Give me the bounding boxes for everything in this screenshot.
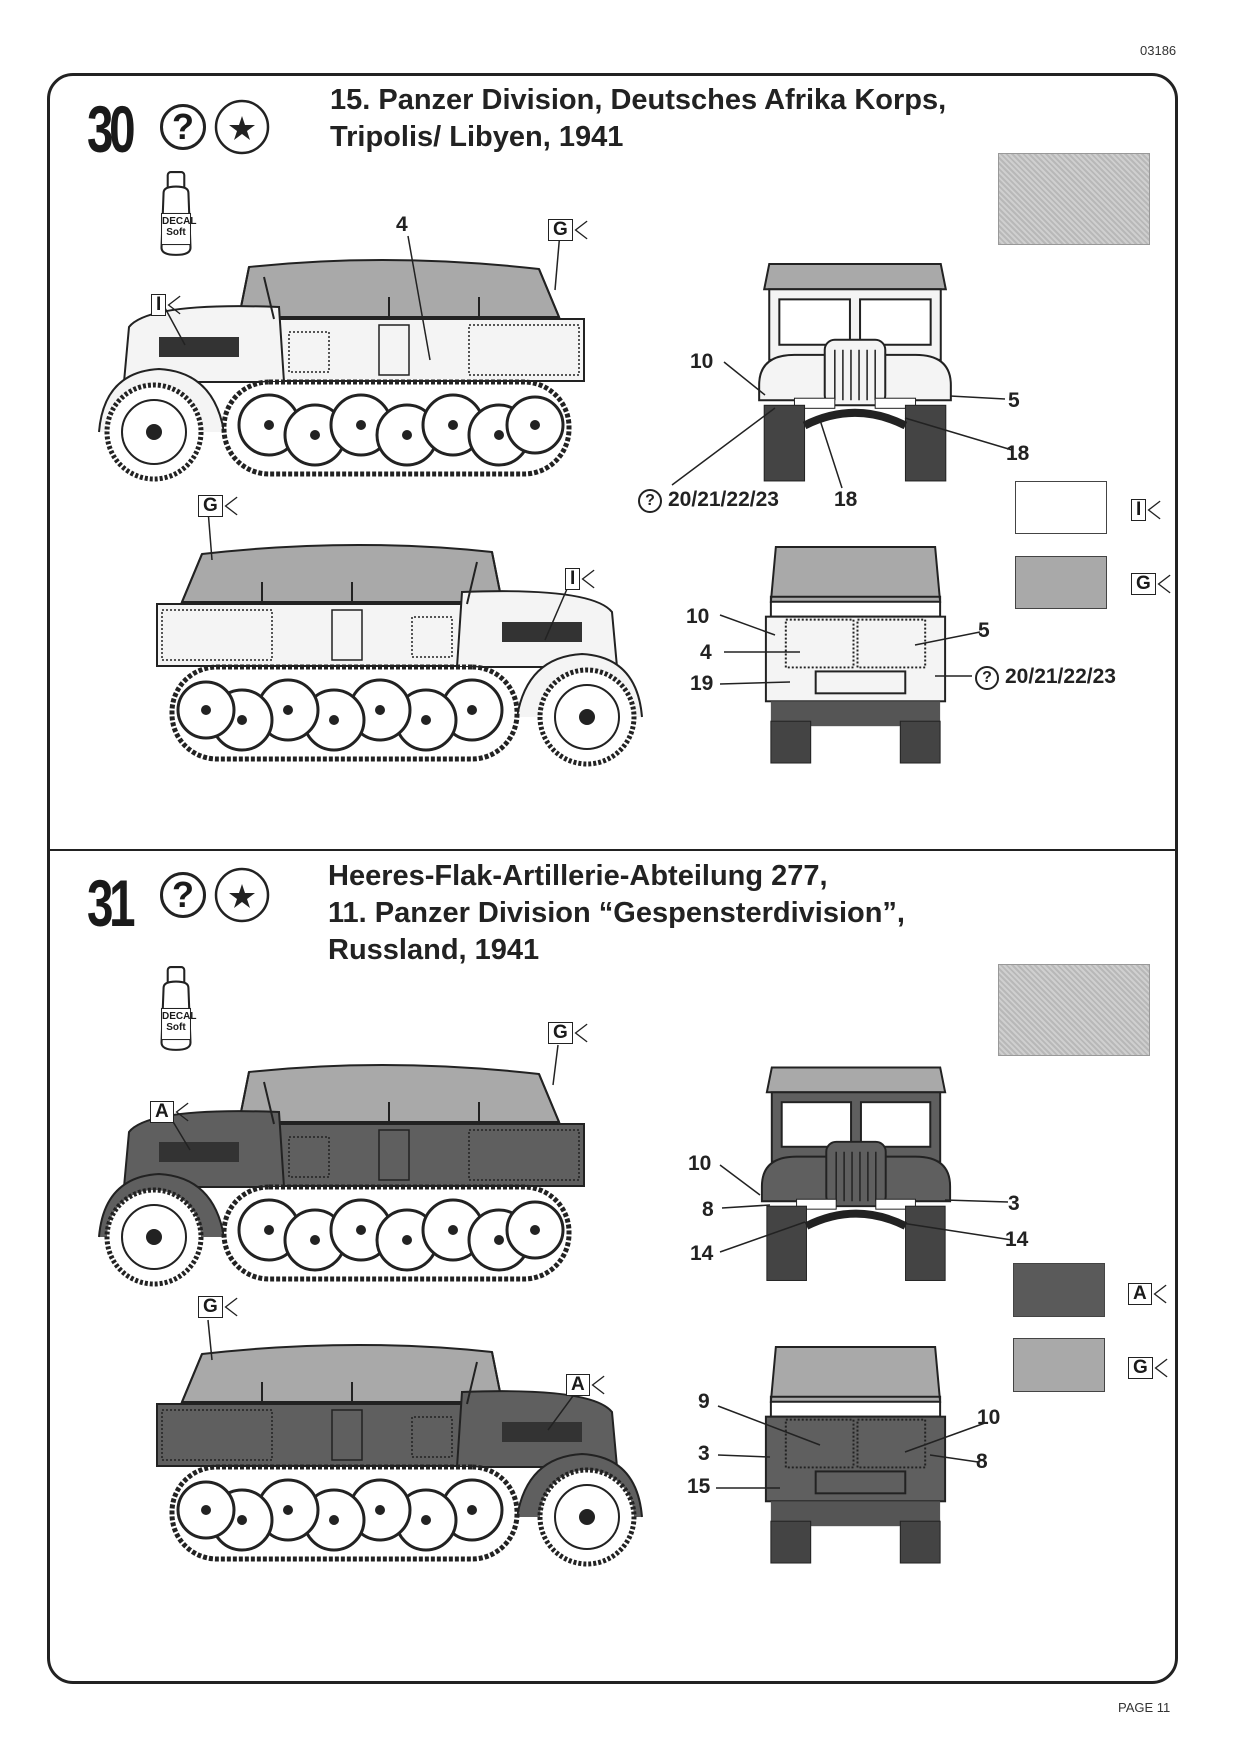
callout-20-23: ?20/21/22/23	[638, 489, 779, 513]
decal-badge-icon	[214, 867, 270, 923]
callout-14: 14	[1005, 1228, 1029, 1251]
callout-19: 19	[690, 672, 714, 695]
step-number: 30	[87, 92, 136, 166]
callout-3: 3	[698, 1442, 710, 1465]
question-icon: ?	[160, 104, 206, 150]
section-title: Heeres-Flak-Artillerie-Abteilung 277, 11…	[328, 860, 905, 966]
question-icon: ?	[638, 489, 662, 513]
step-number: 31	[87, 866, 136, 940]
callout-18: 18	[1006, 442, 1030, 465]
callout-4: 4	[396, 213, 408, 236]
front-view	[749, 259, 961, 486]
callout-9: 9	[698, 1390, 710, 1413]
section-title: 15. Panzer Division, Deutsches Afrika Ko…	[330, 84, 947, 153]
paint-flag-g: G	[198, 1296, 238, 1318]
callout-4: 4	[700, 641, 712, 664]
callout-5: 5	[1008, 389, 1020, 412]
callout-8: 8	[702, 1198, 714, 1221]
rear-view	[755, 1342, 956, 1566]
paint-flag-g: G	[548, 1022, 588, 1044]
paint-flag-g: G	[1131, 573, 1171, 595]
color-swatch-g	[1015, 556, 1107, 609]
paint-flag-i: I	[1131, 499, 1161, 521]
paint-flag-i: I	[565, 568, 595, 590]
instruction-frame	[47, 73, 1178, 1684]
question-icon: ?	[975, 666, 999, 690]
front-view	[752, 1062, 960, 1286]
paint-flag-g: G	[1128, 1357, 1168, 1379]
paint-flag-a: A	[566, 1374, 605, 1396]
callout-20-23: ?20/21/22/23	[975, 666, 1116, 690]
decal-badge-icon	[214, 99, 270, 155]
color-swatch-g	[1013, 1338, 1105, 1392]
callout-14: 14	[690, 1242, 714, 1265]
document-number: 03186	[1140, 43, 1177, 58]
callout-18: 18	[834, 488, 858, 511]
color-swatch-a	[1013, 1263, 1105, 1317]
decal-sheet-thumbnail	[998, 153, 1150, 245]
section-divider	[47, 849, 1178, 851]
page-number: PAGE 11	[1118, 1700, 1171, 1715]
callout-8: 8	[976, 1450, 988, 1473]
paint-flag-g: G	[548, 219, 588, 241]
callout-5: 5	[978, 619, 990, 642]
question-icon: ?	[160, 872, 206, 918]
paint-flag-g: G	[198, 495, 238, 517]
callout-10: 10	[690, 350, 714, 373]
side-view-left	[89, 257, 654, 492]
rear-view	[755, 542, 956, 766]
decal-sheet-thumbnail	[998, 964, 1150, 1056]
side-view-left	[89, 1062, 654, 1297]
callout-10: 10	[977, 1406, 1001, 1429]
callout-3: 3	[1008, 1192, 1020, 1215]
callout-15: 15	[687, 1475, 711, 1498]
color-swatch-i	[1015, 481, 1107, 534]
paint-flag-a: A	[1128, 1283, 1167, 1305]
paint-flag-i: I	[151, 294, 181, 316]
paint-flag-a: A	[150, 1101, 189, 1123]
callout-10: 10	[688, 1152, 712, 1175]
callout-10: 10	[686, 605, 710, 628]
